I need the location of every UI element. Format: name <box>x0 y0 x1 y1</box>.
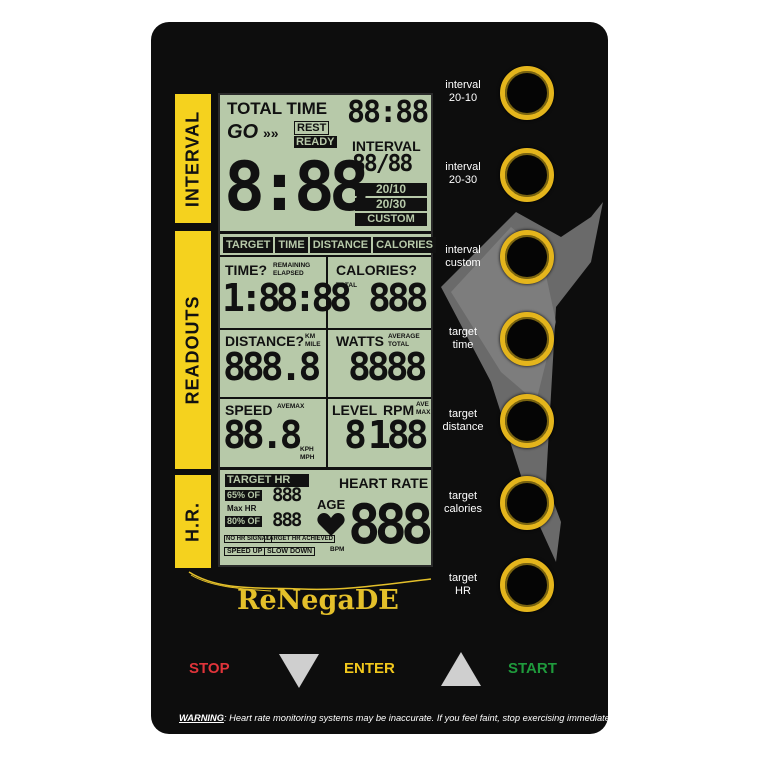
interval-label: INTERVAL <box>352 138 421 154</box>
bpm-label: BPM <box>330 546 345 553</box>
stop-button[interactable]: STOP <box>189 660 230 677</box>
tab-hr: H.R. <box>175 475 211 568</box>
enter-button[interactable]: ENTER <box>344 660 395 677</box>
speed-avemax-label: AVEMAX <box>277 403 305 410</box>
target-header-tabs: TARGET TIME DISTANCE CALORIES <box>223 237 436 253</box>
watts-value: 8888 <box>348 345 427 389</box>
level-label: LEVEL <box>332 402 378 418</box>
chevrons-right-icon: »» <box>263 125 279 141</box>
program-20-30: 20/30 <box>355 198 427 211</box>
watts-average-label: AVERAGE <box>388 333 420 340</box>
heart-icon <box>317 513 345 542</box>
speed-up-indicator: SPEED UP <box>224 547 266 556</box>
lcd-display: TOTAL TIME 88:88 GO »» REST READY INTERV… <box>218 93 436 567</box>
program-custom: CUSTOM <box>355 213 427 226</box>
time-value: 1:88:88 <box>222 276 352 320</box>
triangle-up-icon[interactable] <box>441 652 481 691</box>
rest-indicator: REST <box>294 121 330 135</box>
logo-swirl <box>188 571 432 592</box>
rpm-value: 188 <box>368 413 429 457</box>
hr-65-label: 65% OF <box>225 490 263 501</box>
hr-80-label: 80% OF <box>225 516 263 527</box>
calories-label: CALORIES? <box>336 262 417 278</box>
heart-rate-value: 888 <box>348 493 434 556</box>
interval-20-10-button[interactable] <box>500 66 554 120</box>
time-remaining-label: REMAINING <box>273 262 311 269</box>
target-hr-label: TARGET HR <box>225 474 309 487</box>
ready-indicator: READY <box>294 136 337 148</box>
interval-value: 88/88 <box>352 151 413 177</box>
start-button[interactable]: START <box>508 660 557 677</box>
target-hr-value-1: 888 <box>272 484 302 506</box>
lcd-divider <box>220 397 431 399</box>
watts-label: WATTS <box>336 333 384 349</box>
time-elapsed-label: ELAPSED <box>273 270 304 277</box>
speed-kph-label: KPH <box>300 446 314 453</box>
calories-total-label: TOTAL <box>336 282 358 289</box>
interval-20-30-button[interactable] <box>500 148 554 202</box>
lcd-divider <box>220 255 431 257</box>
lcd-divider <box>220 467 431 470</box>
rpm-max-label: MAX <box>416 409 431 416</box>
triangle-down-icon[interactable] <box>279 654 319 693</box>
target-hr-achieved-indicator: TARGET HR ACHIEVED <box>264 535 336 543</box>
target-distance-button[interactable] <box>500 394 554 448</box>
warning-text: WARNING: Heart rate monitoring systems m… <box>179 713 608 723</box>
distance-label: DISTANCE? <box>225 333 305 349</box>
console-panel: INTERVAL READOUTS H.R. TOTAL TIME 88:88 … <box>151 22 608 734</box>
heart-rate-label: HEART RATE <box>339 475 429 491</box>
speed-label: SPEED <box>225 402 273 418</box>
distance-value: 888.8 <box>223 345 321 389</box>
lcd-divider <box>220 328 431 330</box>
header-tab-time: TIME <box>275 237 308 253</box>
header-tab-calories: CALORIES <box>373 237 436 253</box>
max-hr-label: Max HR <box>227 504 257 513</box>
lcd-divider <box>326 255 328 469</box>
calories-value: 888 <box>368 276 429 320</box>
header-tab-distance: DISTANCE <box>309 237 372 253</box>
program-20-10: 20/10 <box>355 183 427 196</box>
total-time-label: TOTAL TIME <box>227 99 328 118</box>
distance-km-label: KM <box>305 333 316 340</box>
go-label: GO <box>227 121 259 143</box>
interval-big-time: 8:88 <box>224 148 370 227</box>
rpm-ave-label: AVE <box>416 401 429 408</box>
interval-custom-button[interactable] <box>500 230 554 284</box>
age-label: AGE <box>317 497 346 512</box>
speed-value: 88.8 <box>223 413 302 457</box>
watts-total-label: TOTAL <box>388 341 410 348</box>
slow-down-indicator: SLOW DOWN <box>264 547 316 556</box>
no-hr-signal-indicator: NO HR SIGNAL <box>224 535 272 543</box>
time-label: TIME? <box>225 262 267 278</box>
target-time-button[interactable] <box>500 312 554 366</box>
rpm-label: RPM <box>383 402 415 418</box>
total-time-value: 88:88 <box>347 95 429 130</box>
level-value: 8 <box>344 413 367 457</box>
distance-mile-label: MILE <box>305 341 321 348</box>
target-hr-value-2: 888 <box>272 509 302 531</box>
speed-mph-label: MPH <box>300 454 315 461</box>
header-tab-target: TARGET <box>223 237 274 253</box>
lcd-divider <box>220 231 431 234</box>
renegade-logo: ReNegaDE <box>237 585 399 616</box>
tab-interval: INTERVAL <box>175 94 211 223</box>
target-hr-button[interactable] <box>500 558 554 612</box>
target-calories-button[interactable] <box>500 476 554 530</box>
tab-readouts: READOUTS <box>175 231 211 469</box>
